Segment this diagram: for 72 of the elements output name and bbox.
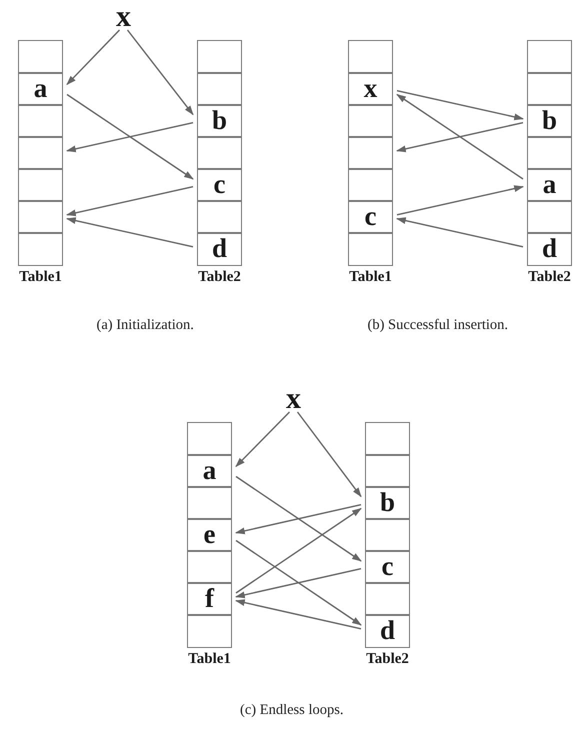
caption: (a) Initialization.: [96, 317, 194, 334]
arrow: [396, 90, 524, 120]
empty-table-cell: [348, 136, 393, 170]
arrow: [396, 185, 524, 216]
empty-table-cell: [365, 582, 410, 616]
table-name: Table1: [18, 268, 63, 286]
table-cell: a: [527, 168, 572, 202]
table-cell: a: [187, 454, 232, 488]
table-name: Table2: [527, 268, 572, 286]
table-cell: b: [197, 104, 242, 138]
table-name: Table2: [197, 268, 242, 286]
table-cell: d: [365, 614, 410, 648]
empty-table-cell: [197, 200, 242, 234]
table-cell: x: [348, 72, 393, 106]
empty-table-cell: [18, 136, 63, 170]
arrow: [396, 217, 524, 248]
empty-table-cell: [18, 200, 63, 234]
empty-table-cell: [527, 200, 572, 234]
arrow: [66, 30, 120, 86]
empty-table-cell: [18, 168, 63, 202]
arrow: [235, 504, 362, 534]
empty-table-cell: [527, 72, 572, 106]
arrow: [66, 186, 194, 216]
table-name: Table1: [348, 268, 393, 286]
empty-table-cell: [348, 168, 393, 202]
empty-table-cell: [187, 422, 232, 456]
arrow: [66, 122, 194, 152]
arrow: [236, 476, 362, 562]
empty-table-cell: [348, 232, 393, 266]
empty-table-cell: [527, 40, 572, 74]
empty-table-cell: [18, 104, 63, 138]
table-name: Table1: [187, 650, 232, 668]
arrow: [235, 412, 290, 468]
table-cell: b: [365, 486, 410, 520]
empty-table-cell: [527, 136, 572, 170]
table-cell: d: [527, 232, 572, 266]
table-cell: b: [527, 104, 572, 138]
arrow: [66, 217, 194, 248]
arrow: [236, 540, 362, 626]
table-cell: c: [197, 168, 242, 202]
caption: (c) Endless loops.: [240, 702, 344, 719]
empty-table-cell: [348, 40, 393, 74]
empty-table-cell: [18, 40, 63, 74]
caption: (b) Successful insertion.: [368, 317, 508, 334]
empty-table-cell: [187, 550, 232, 584]
empty-table-cell: [18, 232, 63, 266]
empty-table-cell: [365, 454, 410, 488]
empty-table-cell: [197, 136, 242, 170]
empty-table-cell: [197, 72, 242, 106]
arrow: [396, 122, 524, 152]
arrow: [235, 568, 362, 598]
empty-table-cell: [187, 486, 232, 520]
table-cell: e: [187, 518, 232, 552]
table-cell: d: [197, 232, 242, 266]
key-label: x: [286, 386, 301, 412]
empty-table-cell: [197, 40, 242, 74]
arrow: [296, 412, 362, 498]
arrow: [66, 94, 194, 180]
empty-table-cell: [365, 518, 410, 552]
table-name: Table2: [365, 650, 410, 668]
table-cell: c: [348, 200, 393, 234]
arrow: [236, 508, 362, 594]
arrow: [235, 599, 362, 630]
arrow: [126, 30, 194, 116]
empty-table-cell: [365, 422, 410, 456]
key-label: x: [116, 4, 131, 30]
table-cell: a: [18, 72, 63, 106]
empty-table-cell: [187, 614, 232, 648]
table-cell: f: [187, 582, 232, 616]
arrow: [396, 94, 524, 180]
table-cell: c: [365, 550, 410, 584]
empty-table-cell: [348, 104, 393, 138]
